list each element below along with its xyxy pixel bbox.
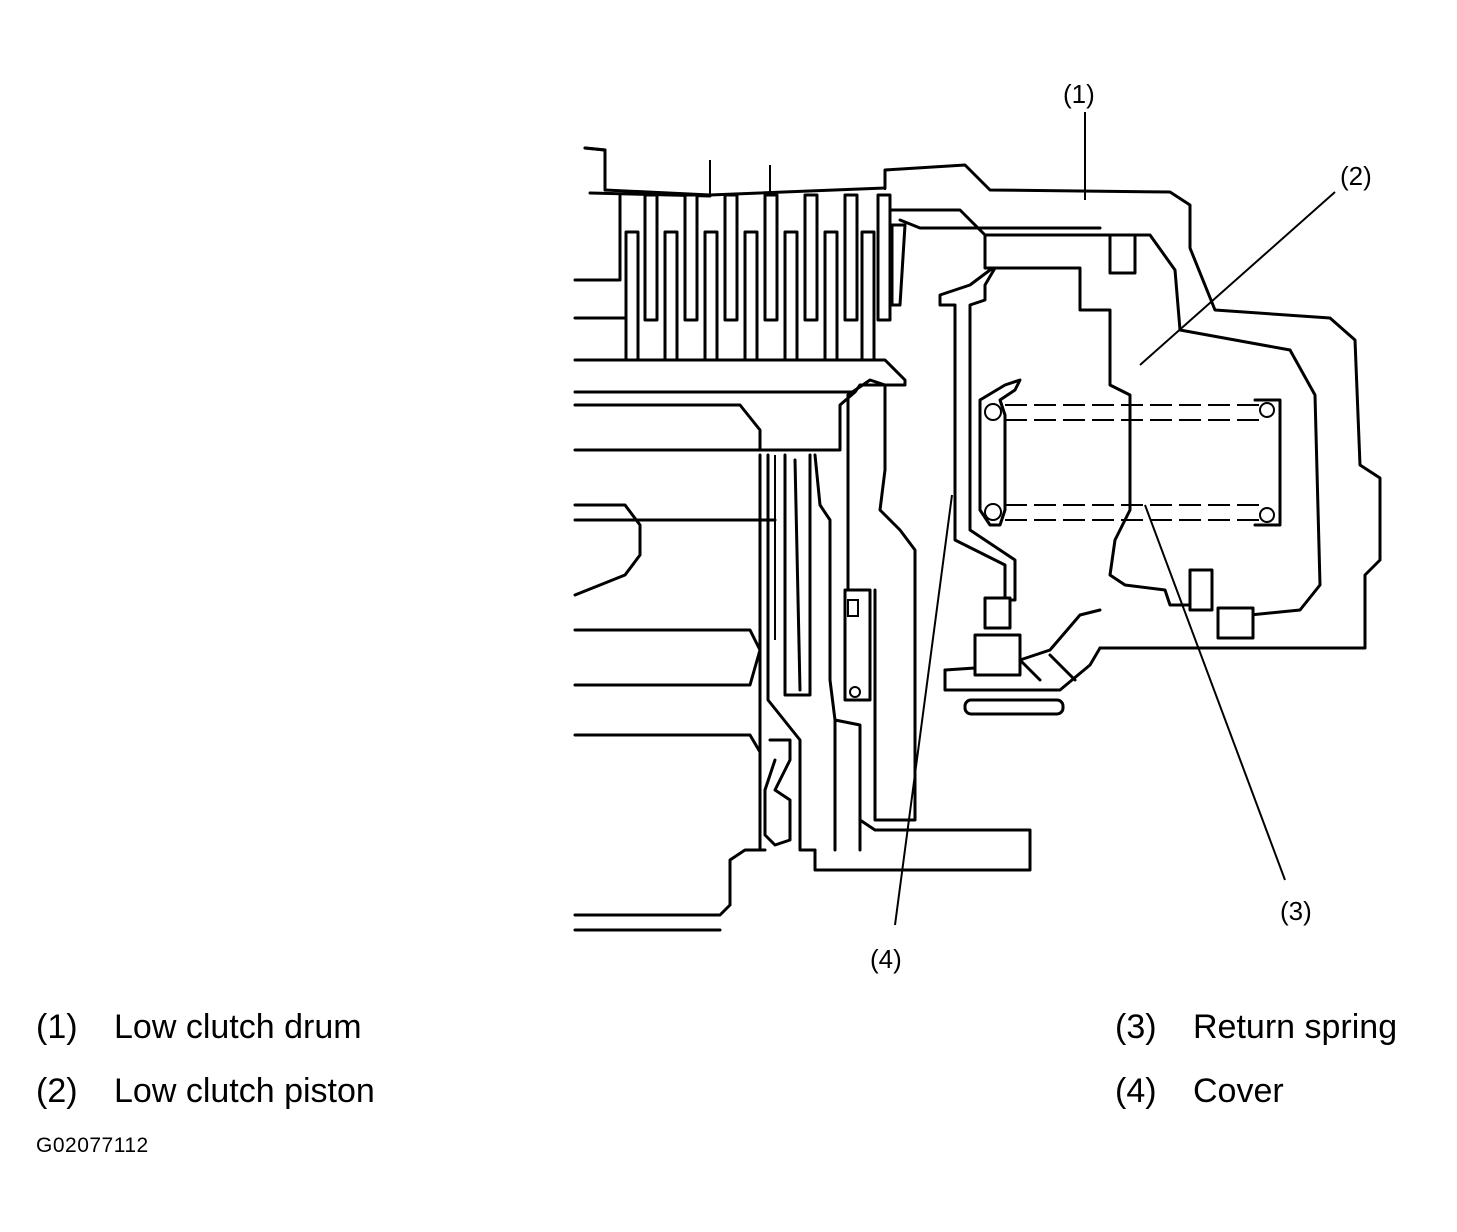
- return-spring-part: [973, 378, 1282, 677]
- legend-item-3: (3) Return spring: [1115, 1008, 1397, 1047]
- clutch-plate-pack: [573, 193, 907, 394]
- legend-number: (1): [36, 1008, 78, 1046]
- legend-number: (2): [36, 1072, 78, 1110]
- legend-text: Cover: [1193, 1072, 1284, 1110]
- callout-4: (4): [870, 944, 902, 974]
- legend-number: (4): [1115, 1072, 1157, 1110]
- piston-part: [983, 233, 1255, 640]
- legend-item-4: (4) Cover: [1115, 1072, 1284, 1111]
- legend-item-2: (2) Low clutch piston: [36, 1072, 375, 1111]
- legend-number: (3): [1115, 1008, 1157, 1046]
- legend-text: Return spring: [1193, 1008, 1398, 1046]
- callout-2: (2): [1340, 161, 1372, 191]
- lower-retainer: [943, 608, 1102, 716]
- legend-item-1: (1) Low clutch drum: [36, 1008, 362, 1047]
- legend-text: Low clutch drum: [114, 1008, 362, 1046]
- callout-1: (1): [1063, 79, 1095, 109]
- figure-code: G02077112: [36, 1134, 149, 1157]
- inner-hub: [573, 378, 1032, 932]
- callout-3: (3): [1280, 896, 1312, 926]
- legend-text: Low clutch piston: [114, 1072, 375, 1110]
- leader-lines: [894, 112, 1336, 926]
